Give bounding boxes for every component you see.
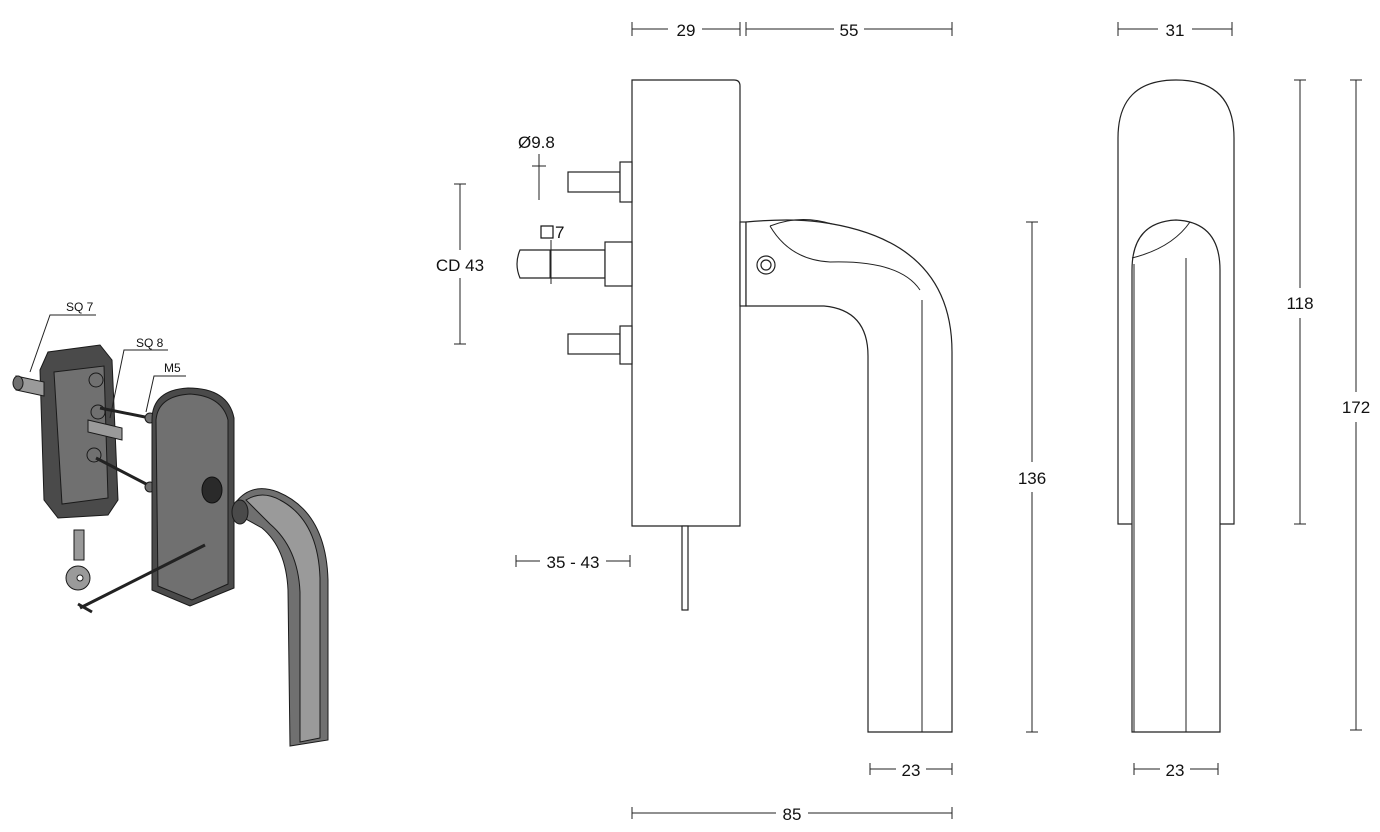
square-icon bbox=[540, 225, 554, 239]
tail-rod bbox=[681, 525, 689, 611]
label-sq7: SQ 7 bbox=[66, 300, 94, 314]
dim-range: 35 - 43 bbox=[547, 553, 600, 572]
dim-cd: CD 43 bbox=[436, 256, 484, 275]
dim-23-side: 23 bbox=[902, 761, 921, 780]
square-spindle bbox=[516, 249, 606, 279]
label-m5: M5 bbox=[164, 361, 181, 375]
dim-55: 55 bbox=[840, 21, 859, 40]
dim-29: 29 bbox=[677, 21, 696, 40]
pin-upper bbox=[567, 171, 621, 193]
rose-hole bbox=[201, 476, 223, 504]
label-sq8: SQ 8 bbox=[136, 336, 164, 350]
dim-118: 118 bbox=[1286, 294, 1313, 313]
side-handle bbox=[745, 219, 953, 733]
base-plate bbox=[631, 79, 741, 527]
dim-85: 85 bbox=[783, 805, 802, 824]
front-handle bbox=[1131, 219, 1221, 733]
dim-136: 136 bbox=[1018, 469, 1046, 488]
front-view: 31 118 172 23 bbox=[1117, 21, 1370, 780]
dim-square: 7 bbox=[555, 223, 564, 242]
back-plate-face bbox=[53, 365, 109, 505]
isometric-view: SQ 7 SQ 8 M5 bbox=[12, 300, 329, 747]
dim-172: 172 bbox=[1342, 398, 1370, 417]
dim-23-front: 23 bbox=[1166, 761, 1185, 780]
pin-lower bbox=[567, 333, 621, 355]
side-view: 29 55 Ø9.8 7 CD 43 35 - 43 136 23 bbox=[436, 21, 1046, 824]
dim-31: 31 bbox=[1166, 21, 1185, 40]
sq8-spindle bbox=[87, 419, 123, 441]
dim-dia: Ø9.8 bbox=[518, 133, 555, 152]
